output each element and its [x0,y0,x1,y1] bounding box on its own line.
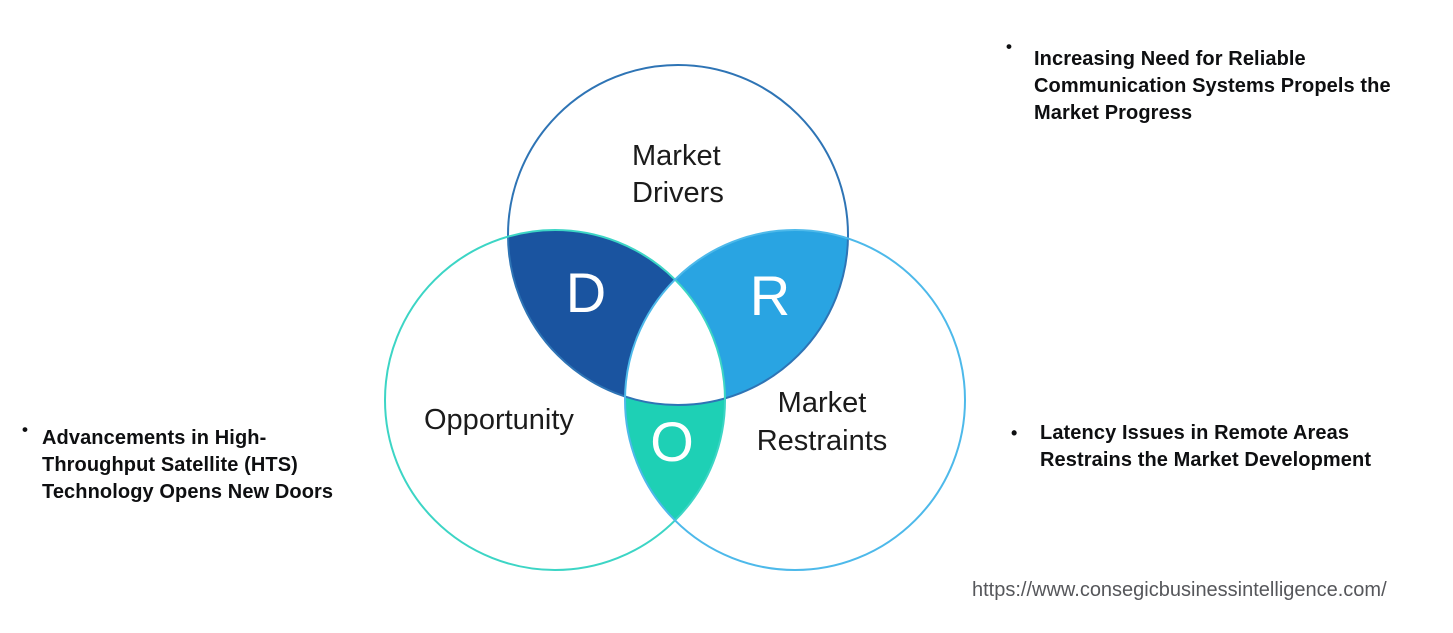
drivers-circle-outline [507,64,849,406]
restraints-label-line1: Market [777,387,867,419]
restraints-label-line2: Restraints [756,425,888,457]
restraint-note-bullet-icon: • [1011,423,1018,443]
drivers-region-letter: D [565,261,607,324]
venn-diagram [384,64,966,571]
drivers-circle-label: Market Drivers [632,138,724,212]
restraint-note-line1: Latency Issues in Remote Areas [1040,422,1350,444]
drivers-label-line2: Drivers [632,177,724,209]
opportunity-note-bullet-icon: • [22,420,28,439]
opportunity-note-line2: Throughput Satellite (HTS) [42,454,298,476]
source-url: https://www.consegicbusinessintelligence… [972,579,1387,601]
opportunity-circle-label: Opportunity [424,404,574,436]
opportunity-circle-outline [384,229,726,571]
driver-note-line1: Increasing Need for Reliable [1034,48,1306,70]
restraint-note: Latency Issues in Remote Areas Restrains… [1040,420,1371,474]
opportunity-note-line3: Technology Opens New Doors [42,481,334,503]
restraints-circle-label: Market Restraints [742,384,902,460]
opportunity-note-line1: Advancements in High- [42,427,267,449]
driver-note: Increasing Need for Reliable Communicati… [1034,46,1391,127]
opportunity-note: Advancements in High- Throughput Satelli… [42,425,333,506]
opportunity-region-letter: O [650,410,694,473]
drivers-label-line1: Market [632,140,721,172]
restraints-region-letter: R [749,264,791,327]
restraints-circle-outline [624,229,966,571]
restraint-note-line2: Restrains the Market Development [1040,449,1372,471]
driver-note-line3: Market Progress [1034,102,1193,124]
driver-note-line2: Communication Systems Propels the [1034,75,1391,97]
driver-note-bullet-icon: • [1006,37,1012,56]
